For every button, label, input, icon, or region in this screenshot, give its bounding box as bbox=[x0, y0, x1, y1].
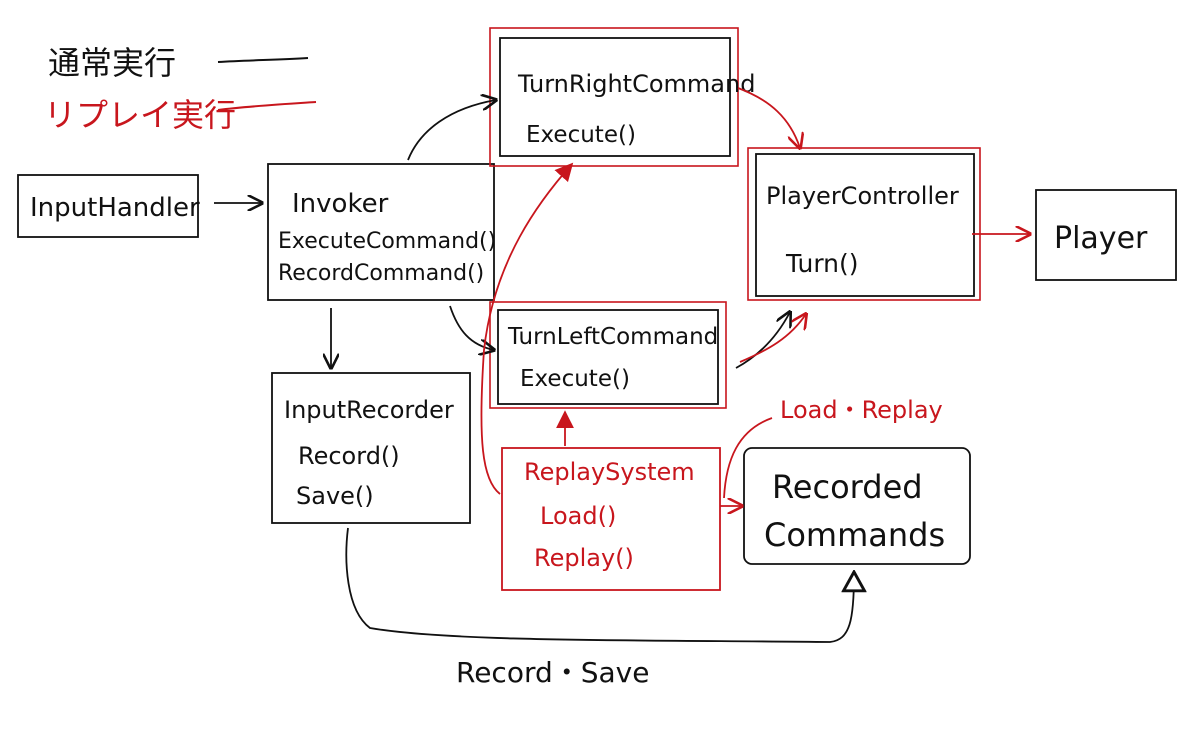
input-handler-title: InputHandler bbox=[30, 193, 200, 223]
input-recorder-box: InputRecorder Record() Save() bbox=[271, 372, 471, 524]
legend-normal-line bbox=[217, 57, 309, 63]
edge-label-record-save: Record・Save bbox=[456, 656, 649, 689]
normal-flow-arrows bbox=[214, 100, 854, 643]
legend-replay-line bbox=[217, 101, 317, 111]
edge-load-replay-curve bbox=[723, 417, 773, 499]
edge-turnleft-to-playercontroller-replay bbox=[739, 314, 806, 363]
input-recorder-method-save: Save() bbox=[296, 482, 374, 510]
edge-replaysystem-to-turnright bbox=[480, 162, 574, 495]
turn-left-command-box: TurnLeftCommand Execute() bbox=[489, 301, 727, 409]
input-handler-box: InputHandler bbox=[17, 174, 200, 238]
legend: 通常実行 リプレイ実行 bbox=[44, 44, 317, 134]
replay-system-method-load: Load() bbox=[540, 502, 616, 530]
input-recorder-method-record: Record() bbox=[298, 442, 400, 470]
player-controller-method: Turn() bbox=[785, 249, 859, 278]
edge-turnleft-to-playercontroller bbox=[735, 312, 790, 369]
legend-replay-label: リプレイ実行 bbox=[44, 96, 236, 134]
replay-system-title: ReplaySystem bbox=[524, 458, 695, 486]
player-controller-box: PlayerController Turn() bbox=[747, 147, 981, 301]
edge-invoker-to-turnright bbox=[407, 100, 496, 161]
edge-turnright-to-playercontroller bbox=[737, 87, 800, 148]
replay-flow-arrows bbox=[480, 87, 1030, 506]
input-recorder-title: InputRecorder bbox=[284, 396, 454, 424]
turn-right-command-title: TurnRightCommand bbox=[517, 70, 755, 98]
replay-system-box: ReplaySystem Load() Replay() bbox=[501, 447, 721, 591]
edge-inputrecorder-to-recordedcommands bbox=[345, 527, 854, 643]
turn-left-command-method: Execute() bbox=[520, 366, 630, 392]
recorded-commands-line-2: Commands bbox=[764, 516, 945, 554]
turn-right-command-method: Execute() bbox=[526, 122, 636, 148]
turn-left-command-title: TurnLeftCommand bbox=[507, 324, 718, 350]
edge-invoker-to-turnleft bbox=[449, 305, 494, 350]
invoker-method-record: RecordCommand() bbox=[278, 261, 484, 286]
replay-system-method-replay: Replay() bbox=[534, 544, 634, 572]
invoker-method-execute: ExecuteCommand() bbox=[278, 229, 496, 254]
invoker-box: Invoker ExecuteCommand() RecordCommand() bbox=[267, 163, 496, 301]
edge-label-load-replay: Load・Replay bbox=[780, 396, 943, 424]
player-controller-title: PlayerController bbox=[766, 182, 959, 210]
recorded-commands-line-1: Recorded bbox=[772, 468, 923, 506]
legend-normal-label: 通常実行 bbox=[48, 44, 176, 82]
player-box: Player bbox=[1035, 189, 1177, 281]
turn-right-command-box: TurnRightCommand Execute() bbox=[489, 27, 755, 167]
invoker-title: Invoker bbox=[292, 189, 389, 219]
player-title: Player bbox=[1054, 221, 1148, 256]
recorded-commands-box: Recorded Commands bbox=[743, 447, 971, 565]
